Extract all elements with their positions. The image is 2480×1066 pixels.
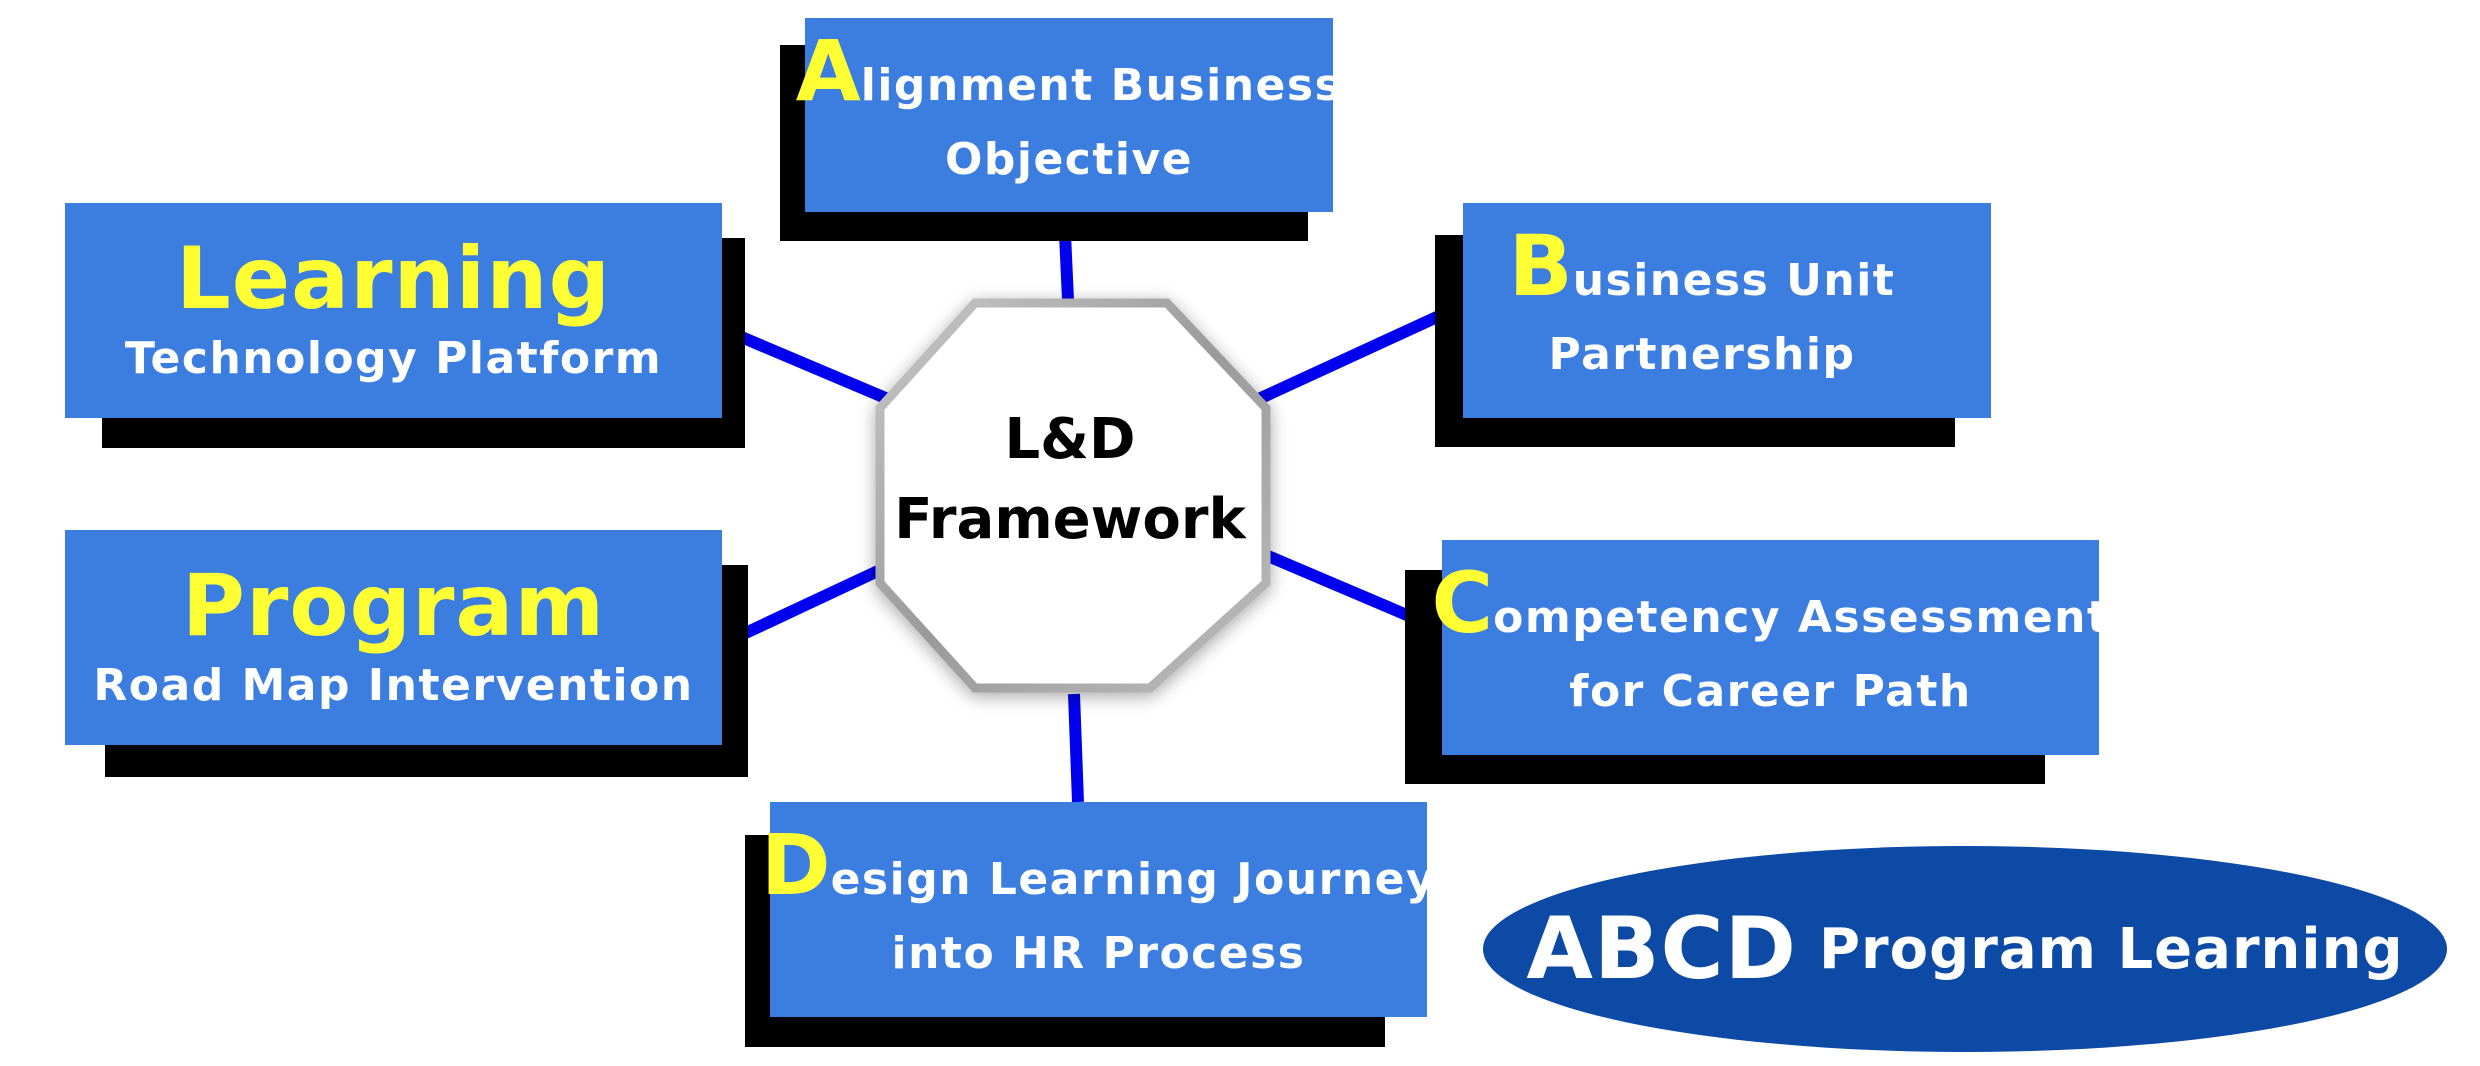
node-learning-subtitle: Technology Platform [124, 332, 663, 384]
node-c-initial: C [1431, 554, 1494, 652]
node-a: Alignment Business Objective [796, 18, 1341, 212]
node-b-line1-rest: usiness Unit [1572, 255, 1896, 306]
node-d-line2: into HR Process [891, 928, 1306, 979]
center-octagon [875, 298, 1271, 693]
node-c-line1: Competency Assessment [1431, 561, 2110, 655]
connector-line-d [1068, 693, 1084, 803]
node-c-line1-rest: ompetency Assessment [1493, 592, 2110, 643]
badge-rest: Program Learning [1819, 916, 2404, 982]
node-program-subtitle: Road Map Intervention [93, 659, 694, 711]
center-label: L&D Framework [860, 395, 1280, 565]
center-label-line1: L&D [1004, 407, 1136, 472]
connector-line-learning [717, 322, 898, 408]
node-learning-title: Learning [175, 228, 612, 329]
node-d-line1-rest: esign Learning Journey [830, 854, 1437, 905]
node-b: Business Unit Partnership [1463, 203, 1991, 418]
node-d: Design Learning Journey into HR Process [761, 802, 1435, 1017]
badge-main: ABCD [1526, 899, 1798, 999]
node-c: Competency Assessment for Career Path [1431, 540, 2108, 755]
node-program-title: Program [181, 555, 606, 656]
node-a-initial: A [795, 21, 861, 120]
node-d-initial: D [760, 816, 831, 914]
node-a-line1-rest: lignment Business [860, 59, 1343, 111]
node-program: Program Road Map Intervention [65, 530, 722, 745]
node-d-line1: Design Learning Journey [761, 823, 1437, 917]
node-a-line2: Objective [944, 133, 1194, 185]
connector-line-b [1247, 299, 1466, 409]
node-b-line1: Business Unit [1509, 224, 1896, 318]
node-a-line1: Alignment Business [796, 29, 1343, 123]
abcd-badge: ABCD Program Learning [1483, 846, 2447, 1052]
node-learning: Learning Technology Platform [65, 203, 722, 418]
node-c-line2: for Career Path [1569, 666, 1972, 717]
center-label-line2: Framework [894, 487, 1246, 552]
node-b-line2: Partnership [1548, 329, 1856, 380]
node-b-initial: B [1508, 217, 1573, 315]
